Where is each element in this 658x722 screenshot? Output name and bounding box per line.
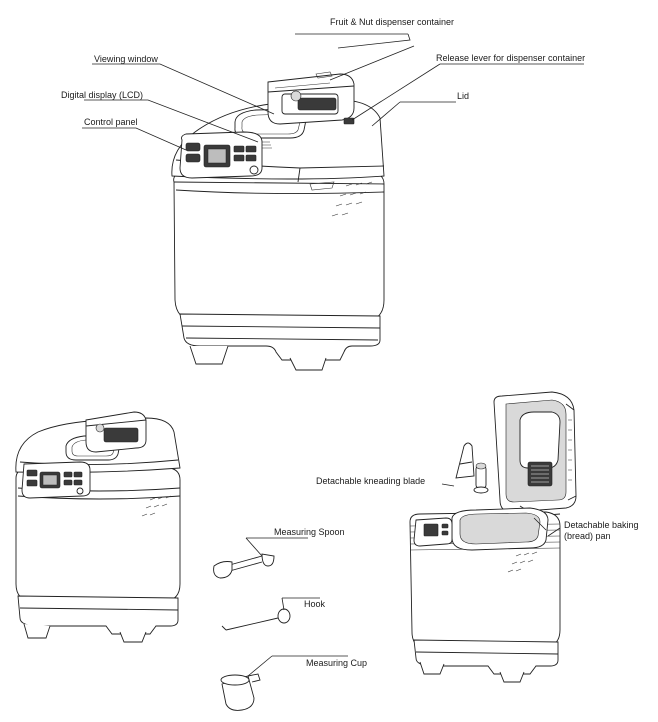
label-baking-pan-1: Detachable baking [564, 520, 639, 530]
kneading-blade [455, 442, 489, 494]
right-open-bread-maker [409, 391, 577, 683]
leader-lines [82, 33, 584, 151]
lower-leader-lines [245, 483, 561, 677]
label-hook: Hook [304, 599, 326, 609]
measuring-spoon [213, 553, 275, 579]
measuring-cup [220, 673, 261, 711]
left-bread-maker [15, 411, 181, 643]
hook [221, 608, 291, 631]
main-bread-maker [171, 71, 385, 371]
label-measuring-cup: Measuring Cup [306, 658, 368, 668]
label-kneading-blade: Detachable kneading blade [316, 476, 426, 486]
label-control-panel: Control panel [84, 117, 138, 127]
label-measuring-spoon: Measuring Spoon [274, 527, 345, 537]
label-viewing-window: Viewing window [94, 54, 158, 64]
label-baking-pan-2: (bread) pan [564, 531, 611, 541]
label-dispenser-container: Fruit & Nut dispenser container [330, 17, 455, 27]
label-lid: Lid [457, 91, 470, 101]
label-lcd: Digital display (LCD) [61, 90, 144, 100]
label-release-lever: Release lever for dispenser container [436, 53, 586, 63]
